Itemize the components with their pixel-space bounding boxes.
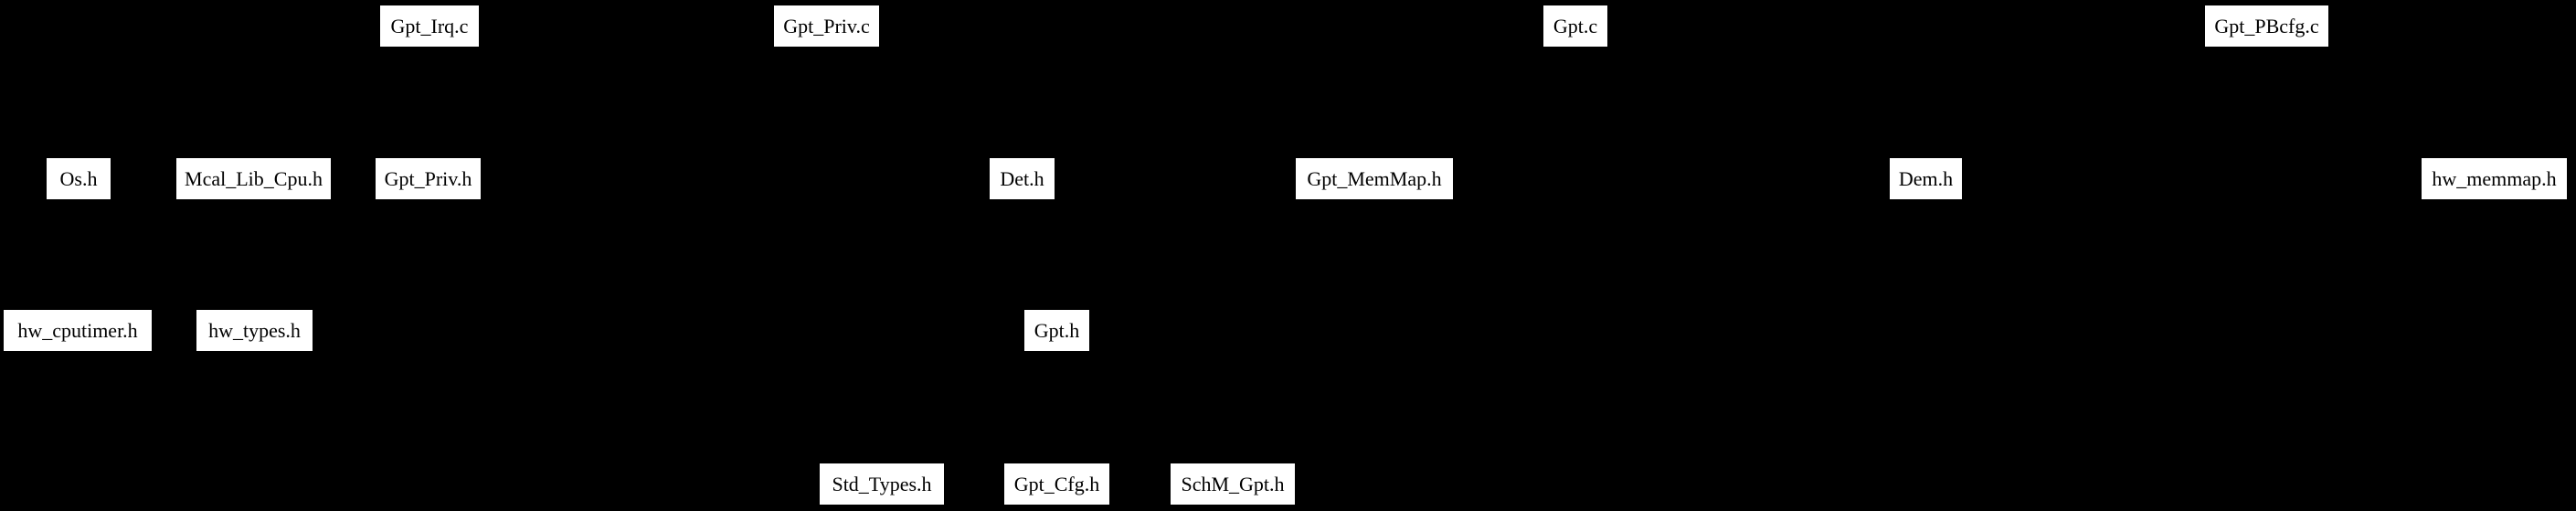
- node-label-dem-h: Dem.h: [1898, 166, 1954, 190]
- node-label-gpt-memmap-h: Gpt_MemMap.h: [1307, 166, 1442, 190]
- node-label-mcal-lib-cpu-h: Mcal_Lib_Cpu.h: [185, 166, 323, 190]
- node-label-schm-gpt-h: SchM_Gpt.h: [1181, 472, 1285, 495]
- node-label-os-h: Os.h: [59, 166, 98, 190]
- graph-node-gpt-priv-h[interactable]: Gpt_Priv.h: [375, 157, 482, 200]
- graph-node-gpt-cfg-h[interactable]: Gpt_Cfg.h: [1003, 463, 1110, 506]
- graph-node-gpt-c[interactable]: Gpt.c: [1542, 5, 1608, 48]
- graph-node-gpt-pbcfg-c[interactable]: Gpt_PBcfg.c: [2204, 5, 2329, 48]
- graph-node-dem-h[interactable]: Dem.h: [1889, 157, 1963, 200]
- node-label-gpt-priv-c: Gpt_Priv.c: [783, 14, 870, 37]
- graph-node-gpt-memmap-h[interactable]: Gpt_MemMap.h: [1295, 157, 1454, 200]
- graph-node-schm-gpt-h[interactable]: SchM_Gpt.h: [1170, 463, 1296, 506]
- node-label-det-h: Det.h: [1000, 166, 1044, 190]
- node-label-gpt-priv-h: Gpt_Priv.h: [384, 166, 472, 190]
- node-label-std-types-h: Std_Types.h: [832, 472, 932, 495]
- node-label-hw-cputimer-h: hw_cputimer.h: [17, 318, 138, 342]
- graph-node-os-h[interactable]: Os.h: [46, 157, 111, 200]
- node-label-gpt-pbcfg-c: Gpt_PBcfg.c: [2214, 14, 2319, 37]
- graph-node-gpt-h[interactable]: Gpt.h: [1023, 309, 1090, 352]
- node-label-hw-memmap-h: hw_memmap.h: [2432, 166, 2557, 190]
- graph-node-det-h[interactable]: Det.h: [989, 157, 1055, 200]
- node-label-hw-types-h: hw_types.h: [208, 318, 301, 342]
- graph-node-gpt-irq-c[interactable]: Gpt_Irq.c: [379, 5, 480, 48]
- node-label-gpt-h: Gpt.h: [1034, 318, 1080, 342]
- graph-node-hw-memmap-h[interactable]: hw_memmap.h: [2421, 157, 2568, 200]
- graph-node-mcal-lib-cpu-h[interactable]: Mcal_Lib_Cpu.h: [175, 157, 332, 200]
- node-label-gpt-cfg-h: Gpt_Cfg.h: [1013, 472, 1100, 495]
- graph-node-gpt-priv-c[interactable]: Gpt_Priv.c: [773, 5, 880, 48]
- graph-node-std-types-h[interactable]: Std_Types.h: [819, 463, 945, 506]
- graph-node-hw-cputimer-h[interactable]: hw_cputimer.h: [3, 309, 153, 352]
- graph-node-hw-types-h[interactable]: hw_types.h: [196, 309, 313, 352]
- node-label-gpt-irq-c: Gpt_Irq.c: [390, 14, 469, 37]
- node-label-gpt-c: Gpt.c: [1553, 14, 1598, 37]
